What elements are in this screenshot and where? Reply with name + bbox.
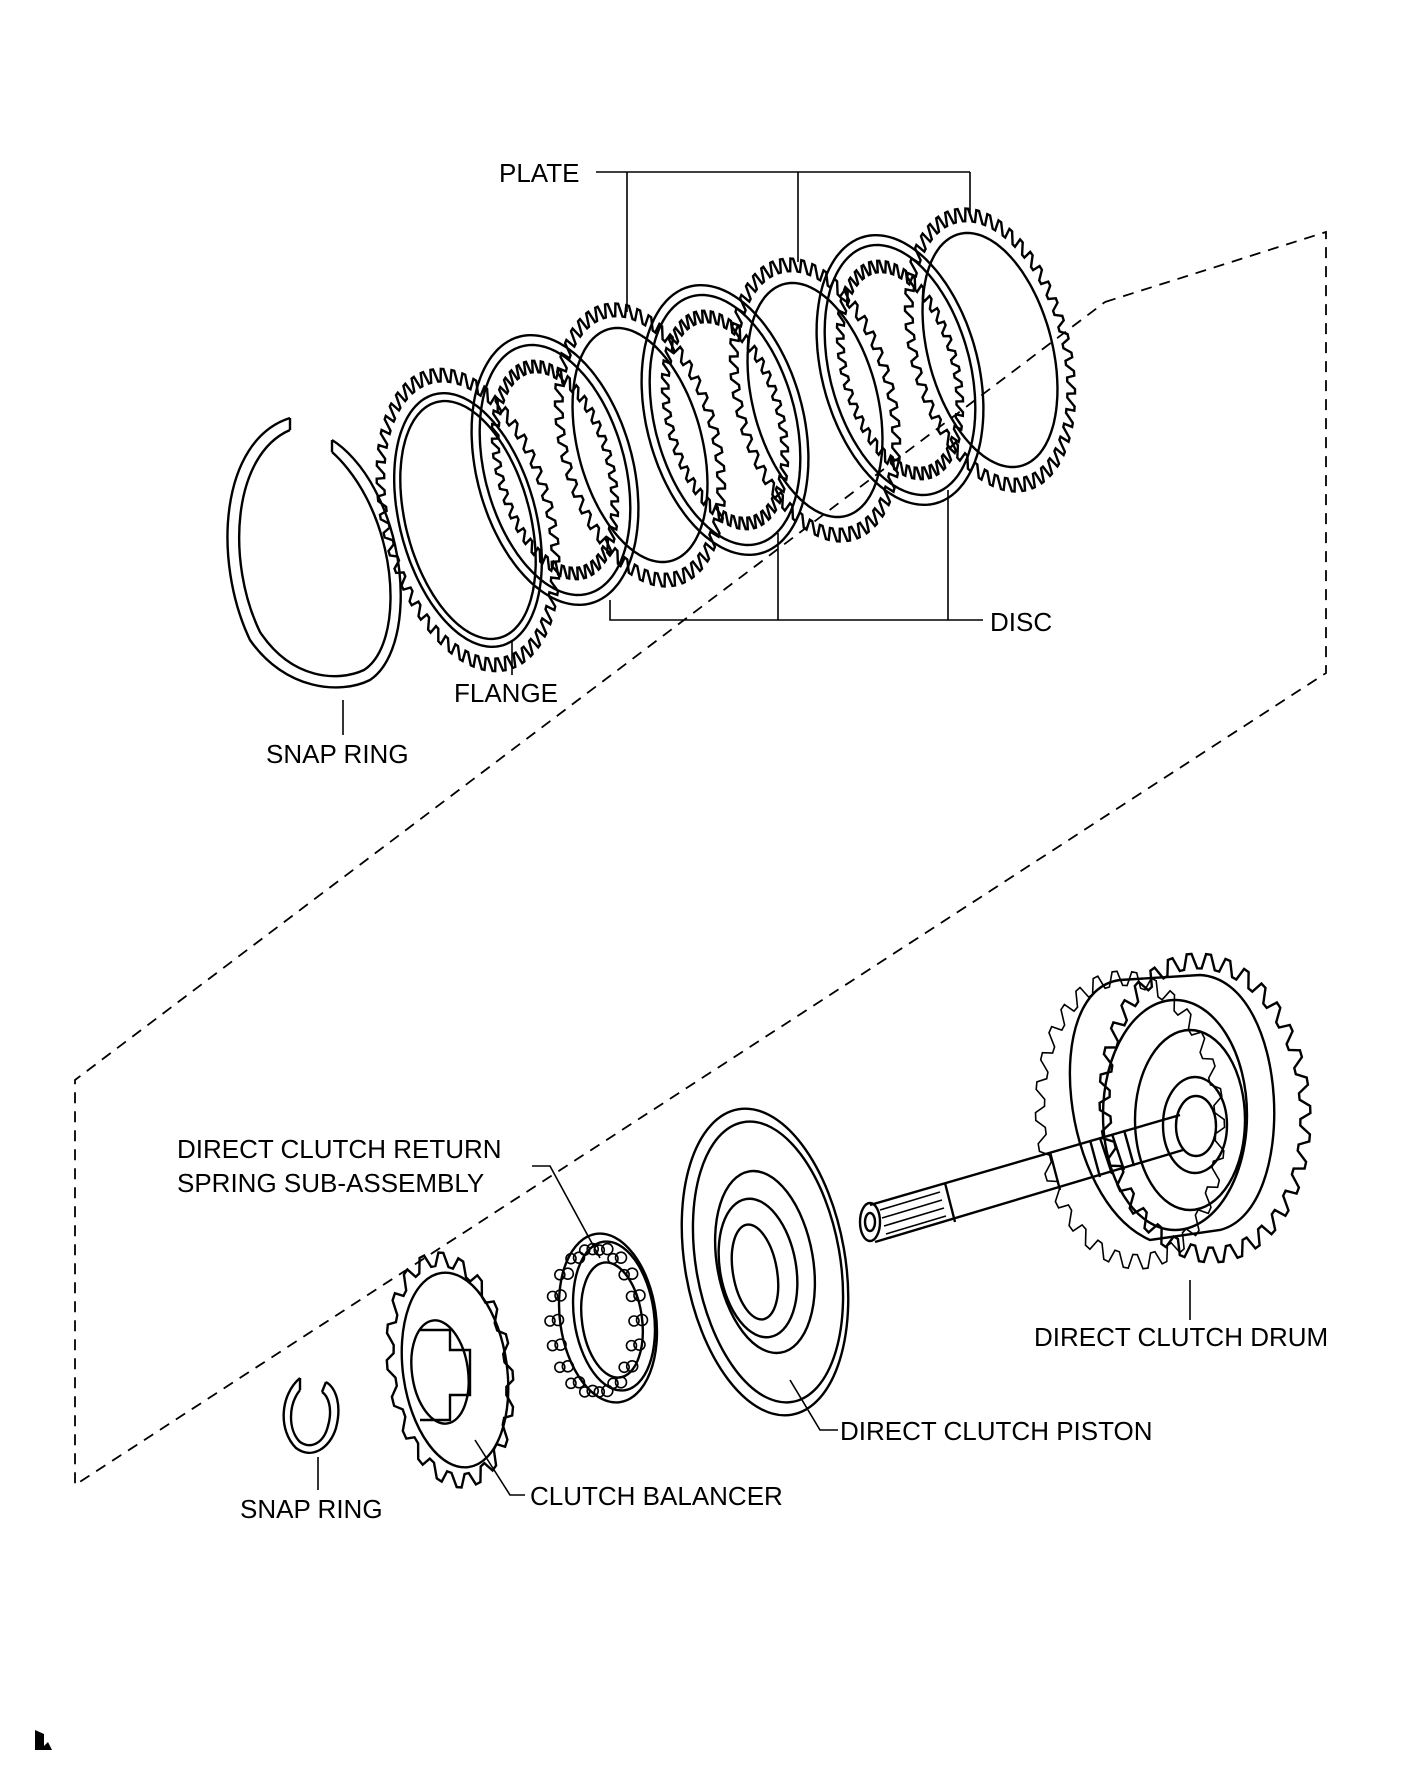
label-snap-ring-bottom: SNAP RING [240, 1494, 383, 1524]
disc-1 [470, 334, 640, 606]
plate-4 [903, 207, 1077, 493]
label-direct-clutch-drum: DIRECT CLUTCH DRUM [1034, 1322, 1328, 1352]
corner-mark-icon [35, 1730, 52, 1750]
drum-shaft [869, 1113, 1184, 1244]
return-spring-leader [532, 1165, 601, 1259]
disc-2 [640, 284, 810, 556]
plate-leader [596, 171, 971, 312]
disc-3 [815, 234, 985, 506]
label-return-spring-line1: DIRECT CLUTCH RETURN [177, 1134, 502, 1164]
lower-leaders [317, 1165, 1191, 1496]
direct-clutch-piston [680, 1107, 850, 1417]
clutch-balancer [385, 1251, 515, 1489]
balancer-leader [474, 1439, 525, 1496]
label-flange: FLANGE [454, 678, 558, 708]
upper-leaders [342, 171, 983, 735]
piston-leader [789, 1379, 838, 1431]
snap-ring-top [226, 416, 402, 689]
snap-ring-bottom [282, 1377, 340, 1454]
return-spring-sub-assembly [544, 1232, 659, 1404]
label-snap-ring-top: SNAP RING [266, 739, 409, 769]
label-direct-clutch-piston: DIRECT CLUTCH PISTON [840, 1416, 1153, 1446]
label-disc: DISC [990, 607, 1052, 637]
direct-clutch-drum [858, 952, 1312, 1270]
plate-2 [553, 302, 727, 588]
label-plate: PLATE [499, 158, 579, 188]
snap-ring-top-inner [238, 428, 392, 678]
flange [375, 367, 561, 673]
label-return-spring-line2: SPRING SUB-ASSEMBLY [177, 1168, 484, 1198]
clutch-pack-group [226, 207, 1077, 689]
label-clutch-balancer: CLUTCH BALANCER [530, 1481, 783, 1511]
plate-3 [728, 257, 902, 543]
disc-leader [609, 490, 983, 621]
assembly-boundary-dashed [74, 230, 1327, 1487]
